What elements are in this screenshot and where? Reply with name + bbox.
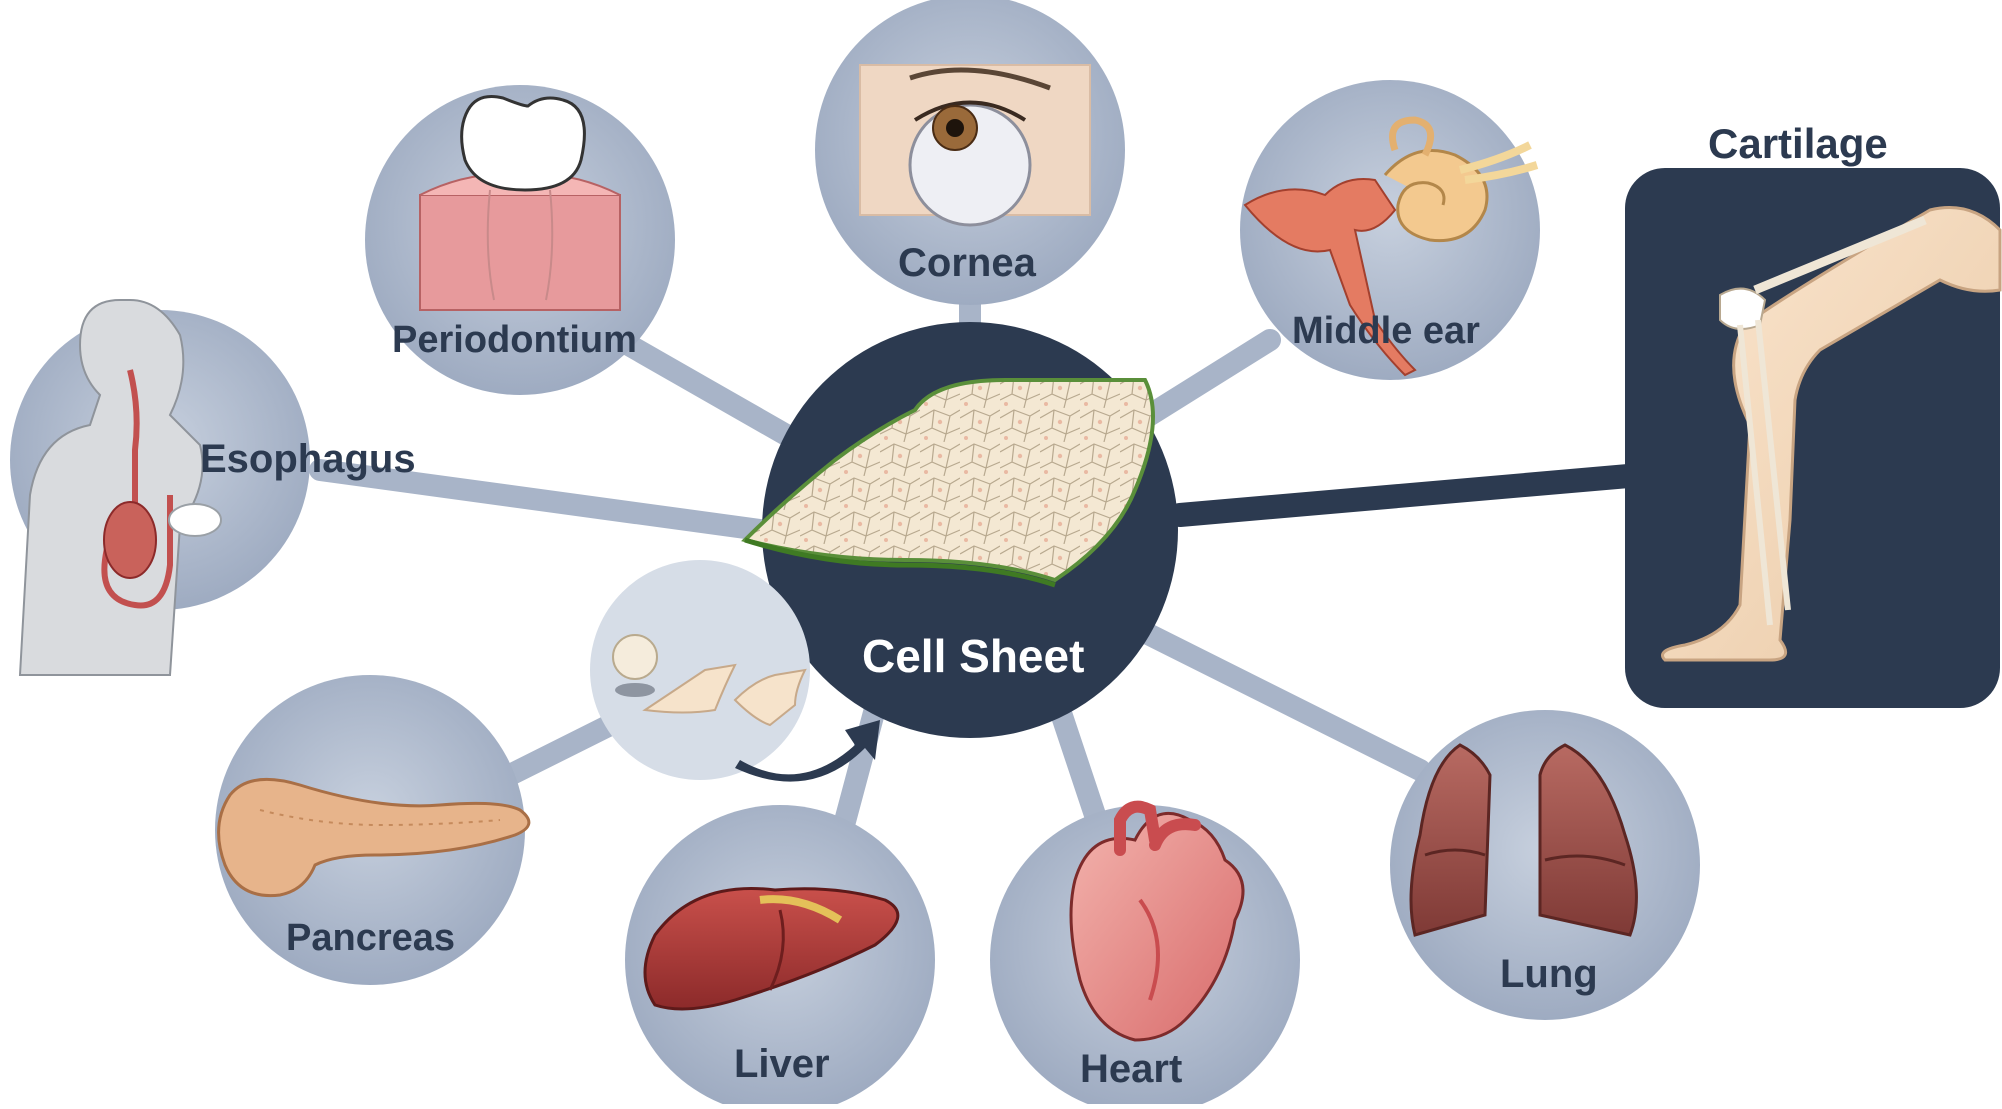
label-lung: Lung (1500, 952, 1598, 996)
node-cell-sheet: Cell Sheet (745, 322, 1178, 738)
label-liver: Liver (734, 1042, 830, 1086)
label-heart: Heart (1080, 1047, 1182, 1091)
node-esophagus: Esophagus (10, 300, 416, 675)
label-esophagus: Esophagus (200, 437, 416, 481)
node-middle-ear: Middle ear (1240, 80, 1540, 380)
eye-icon (860, 65, 1090, 225)
label-pancreas: Pancreas (286, 917, 455, 959)
node-lung: Lung (1390, 710, 1700, 1020)
node-pancreas: Pancreas (215, 675, 529, 985)
label-cornea: Cornea (898, 241, 1037, 285)
label-periodontium: Periodontium (392, 319, 637, 361)
node-cartilage: Cartilage (1625, 120, 2000, 708)
node-cornea: Cornea (815, 0, 1125, 305)
label-middle-ear: Middle ear (1292, 310, 1480, 352)
node-heart: Heart (990, 805, 1300, 1104)
connector-lung (1140, 630, 1420, 770)
label-cartilage: Cartilage (1708, 120, 1888, 167)
center-label: Cell Sheet (862, 630, 1084, 682)
connector-cartilage (1180, 475, 1640, 515)
node-periodontium: Periodontium (365, 85, 675, 395)
connector-pancreas (500, 720, 620, 780)
node-liver: Liver (625, 805, 935, 1104)
